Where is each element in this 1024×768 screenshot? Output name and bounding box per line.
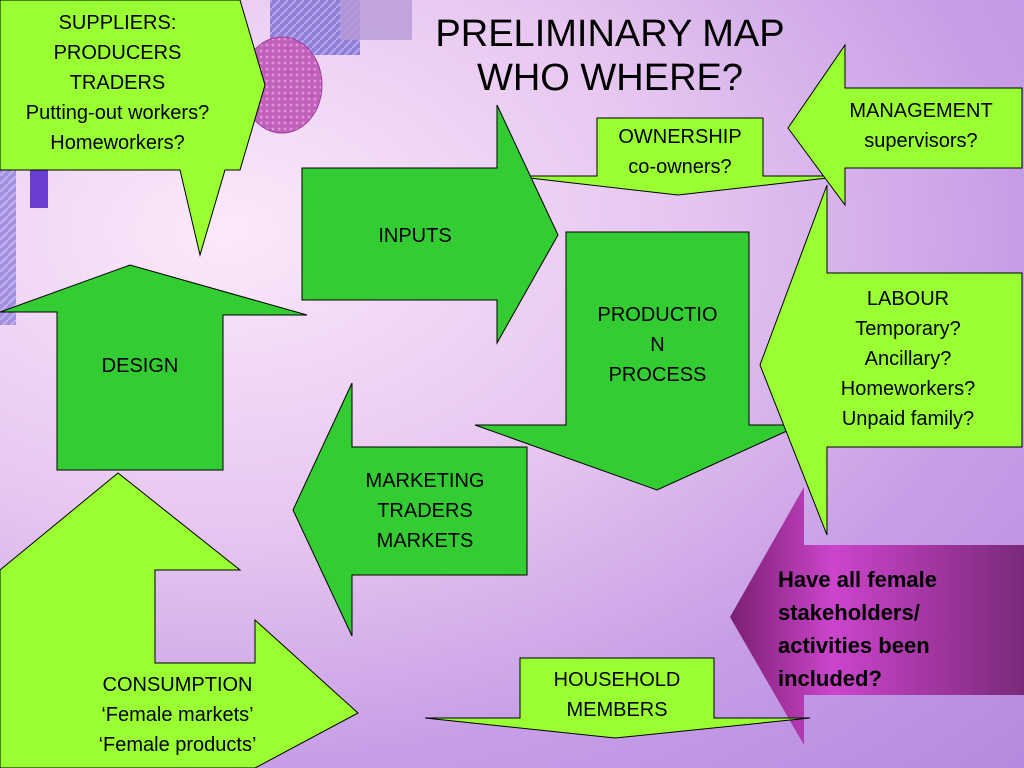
labour-text: LABOUR Temporary? Ancillary? Homeworkers… bbox=[808, 284, 1008, 434]
decor-texture-lilac bbox=[340, 0, 412, 40]
labour-line-4: Homeworkers? bbox=[840, 378, 976, 400]
design-text: DESIGN bbox=[101, 355, 179, 377]
suppliers-line-5: Homeworkers? bbox=[50, 132, 185, 154]
consumption-line-2: ‘Female markets’ bbox=[101, 704, 254, 726]
title-line-2: WHO WHERE? bbox=[477, 57, 743, 99]
labour-line-3: Ancillary? bbox=[864, 348, 952, 370]
question-text: Have all female stakeholders/ activities… bbox=[778, 563, 1018, 695]
consumption-line-3: ‘Female products’ bbox=[98, 734, 257, 756]
ownership-line-2: co-owners? bbox=[628, 156, 732, 178]
household-line-1: HOUSEHOLD bbox=[553, 669, 681, 691]
management-line-1: MANAGEMENT bbox=[849, 100, 993, 122]
suppliers-line-1: SUPPLIERS: bbox=[58, 12, 177, 34]
marketing-line-1: MARKETING bbox=[365, 470, 485, 492]
question-line-2: stakeholders/ bbox=[778, 600, 920, 625]
question-callout bbox=[730, 487, 1024, 745]
production-line-3: PROCESS bbox=[608, 364, 707, 386]
suppliers-line-4: Putting-out workers? bbox=[25, 102, 210, 124]
question-line-4: included? bbox=[778, 666, 882, 691]
slide-title: PRELIMINARY MAP WHO WHERE? bbox=[380, 12, 840, 100]
household-text: HOUSEHOLD MEMBERS bbox=[520, 665, 714, 725]
production-arrow bbox=[474, 231, 801, 491]
management-callout bbox=[787, 43, 1023, 207]
inputs-text: INPUTS bbox=[378, 225, 452, 247]
question-line-1: Have all female bbox=[778, 567, 937, 592]
management-text: MANAGEMENT supervisors? bbox=[818, 96, 1024, 156]
ownership-text: OWNERSHIP co-owners? bbox=[597, 122, 763, 182]
consumption-shape bbox=[0, 472, 359, 768]
household-line-2: MEMBERS bbox=[566, 699, 668, 721]
suppliers-line-3: TRADERS bbox=[69, 72, 166, 94]
production-line-1: PRODUCTIO bbox=[597, 304, 718, 326]
suppliers-callout bbox=[0, 0, 266, 257]
inputs-arrow bbox=[301, 104, 559, 345]
management-line-2: supervisors? bbox=[864, 130, 978, 152]
ownership-line-1: OWNERSHIP bbox=[618, 126, 742, 148]
suppliers-text: SUPPLIERS: PRODUCERS TRADERS Putting-out… bbox=[0, 8, 235, 158]
household-ribbon bbox=[424, 657, 811, 739]
decor-block-blue bbox=[30, 160, 48, 208]
marketing-text: MARKETING TRADERS MARKETS bbox=[340, 466, 510, 556]
title-line-1: PRELIMINARY MAP bbox=[435, 13, 785, 55]
labour-line-1: LABOUR bbox=[866, 288, 950, 310]
consumption-text: CONSUMPTION ‘Female markets’ ‘Female pro… bbox=[70, 670, 285, 760]
design-arrow bbox=[0, 264, 308, 471]
ownership-ribbon bbox=[511, 117, 846, 196]
marketing-line-2: TRADERS bbox=[377, 500, 473, 522]
marketing-arrow bbox=[292, 382, 528, 637]
production-line-2: N bbox=[650, 334, 665, 356]
consumption-line-1: CONSUMPTION bbox=[102, 674, 253, 696]
production-text: PRODUCTIO N PROCESS bbox=[566, 300, 749, 390]
suppliers-line-2: PRODUCERS bbox=[53, 42, 182, 64]
question-line-3: activities been bbox=[778, 633, 930, 658]
labour-line-2: Temporary? bbox=[855, 318, 961, 340]
marketing-line-3: MARKETS bbox=[376, 530, 474, 552]
labour-line-5: Unpaid family? bbox=[841, 408, 975, 430]
labour-callout bbox=[759, 184, 1023, 536]
